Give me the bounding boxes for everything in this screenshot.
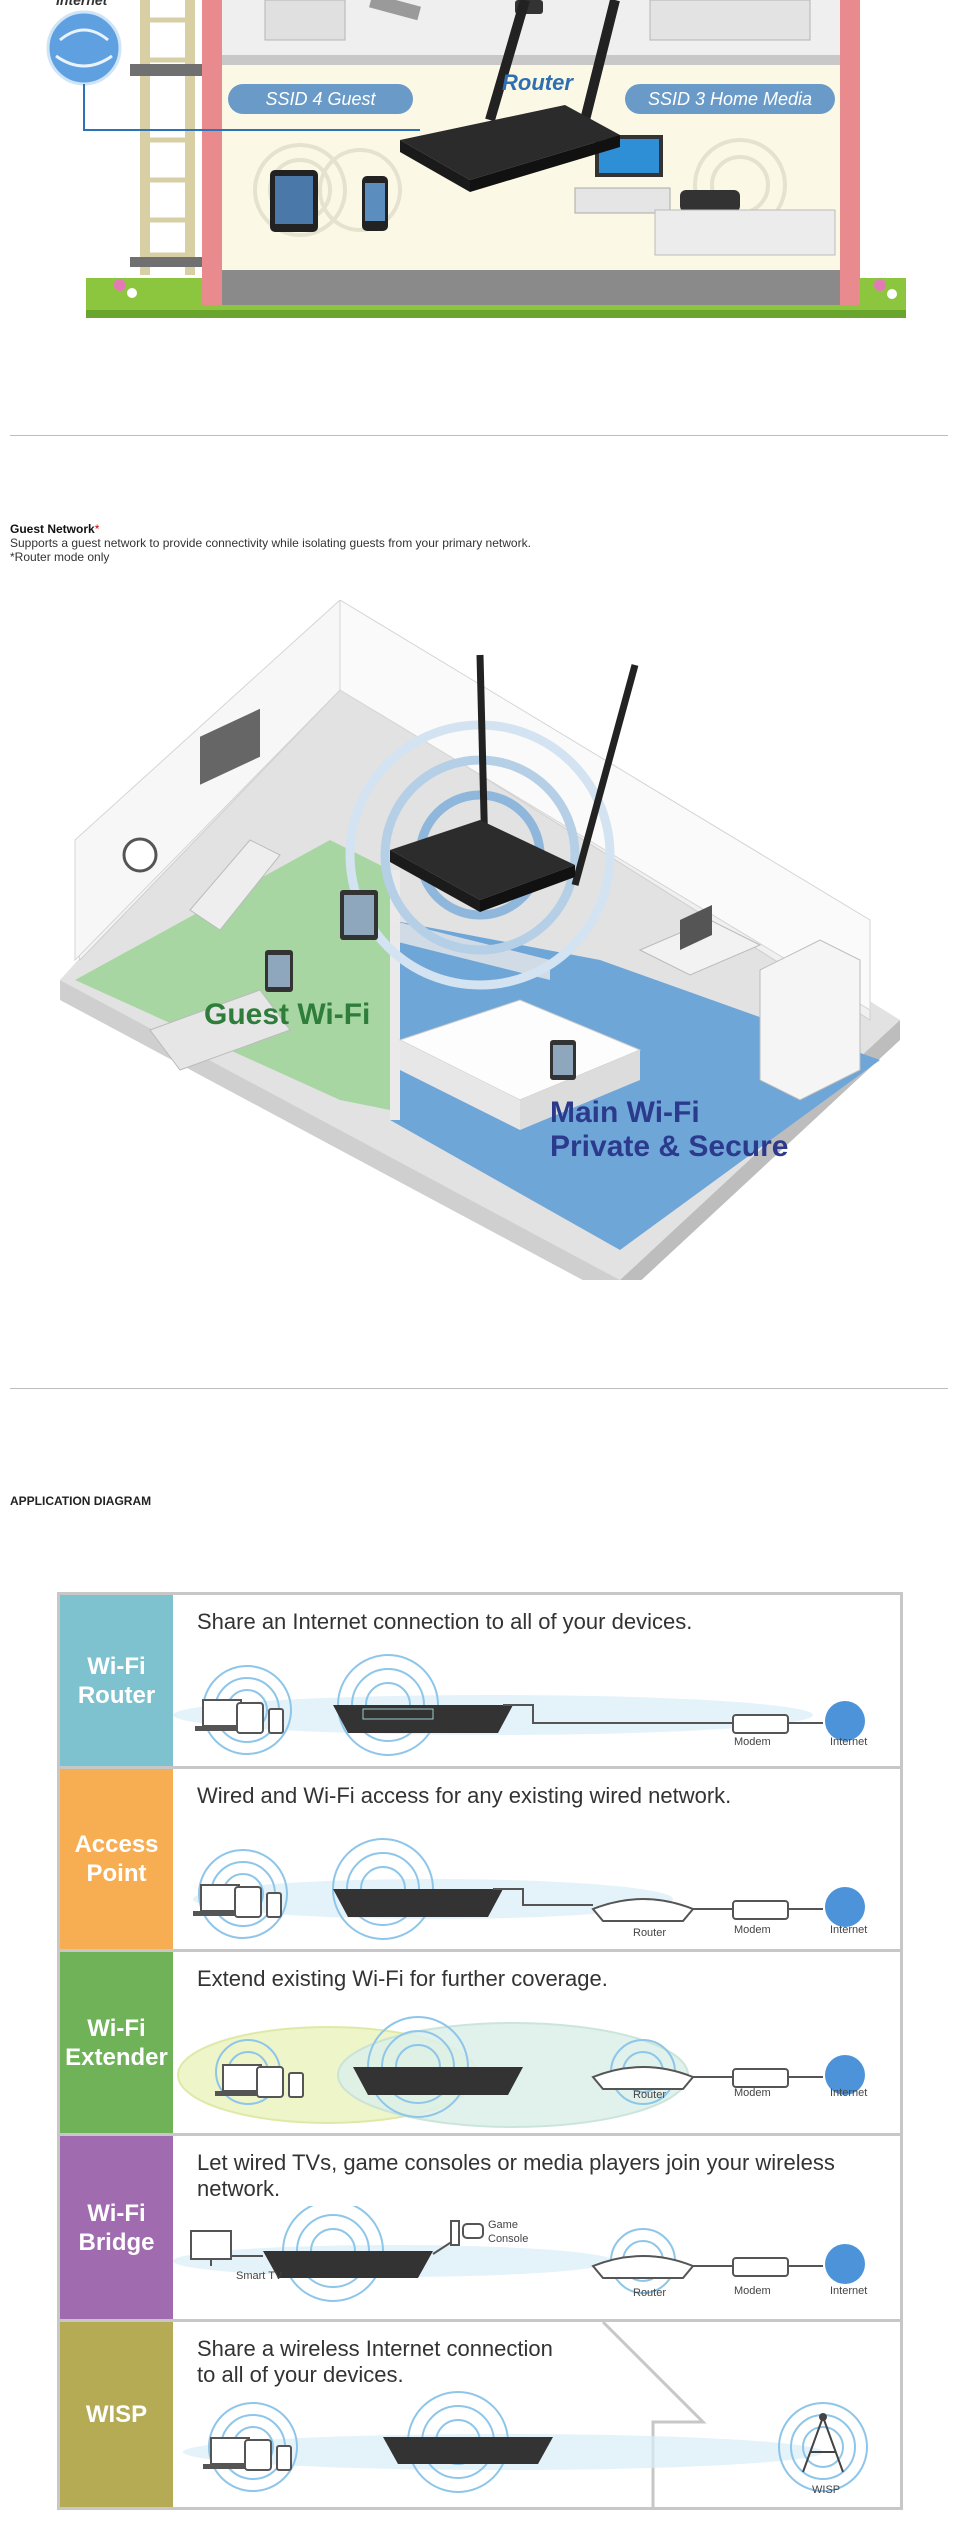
- label-modem: Modem: [734, 2285, 771, 2297]
- phone-icon: [266, 1892, 282, 1918]
- main-wifi-label-line2: Private & Secure: [550, 1130, 789, 1163]
- ssid-home-label: SSID 3 Home Media: [647, 89, 813, 109]
- globe-icon: [825, 2055, 865, 2095]
- home-router-icon: [591, 2255, 695, 2279]
- modem-icon: [732, 2257, 789, 2277]
- router-icon: [263, 2251, 433, 2278]
- guest-wifi-label: Guest Wi-Fi: [204, 998, 371, 1031]
- laptop-icon: [202, 1699, 242, 1727]
- label-internet: Internet: [830, 2087, 868, 2099]
- tag-wisp: WISP: [60, 2322, 173, 2507]
- label-router: Router: [633, 1927, 667, 1939]
- guest-network-asterisk: *: [94, 522, 100, 536]
- row-wifi-extender-text: Extend existing Wi-Fi for further covera…: [197, 1966, 608, 1991]
- game-console-icon: [680, 190, 740, 212]
- divider: [10, 435, 948, 436]
- application-diagram-title: APPLICATION DIAGRAM: [10, 1494, 152, 1508]
- label-modem: Modem: [734, 1924, 771, 1936]
- row-access-point-text: Wired and Wi-Fi access for any existing …: [197, 1783, 732, 1808]
- tablet-icon: [244, 2439, 272, 2471]
- tablet-icon: [236, 1702, 264, 1734]
- row-wifi-router-text: Share an Internet connection to all of y…: [197, 1609, 693, 1634]
- guest-network-note: *Router mode only: [10, 550, 110, 564]
- laptop-icon: [680, 905, 712, 950]
- modem-icon: [732, 1900, 789, 1920]
- phone-icon: [288, 2072, 304, 2098]
- tablet-icon: [256, 2066, 284, 2098]
- clock-icon: [122, 837, 158, 873]
- label-wisp: WISP: [812, 2484, 841, 2496]
- router-icon: [383, 2437, 553, 2464]
- ssid-home-pill: [625, 84, 835, 114]
- ssid-guest-pill: [228, 84, 413, 114]
- label-router: Router: [633, 2287, 667, 2299]
- laptop-icon: [210, 2437, 250, 2465]
- router-icon: [333, 1889, 503, 1917]
- internet-label: Internet: [56, 0, 108, 8]
- router-icon: [390, 654, 639, 912]
- router-icon: [353, 2067, 523, 2095]
- guest-network-illustration: [60, 600, 900, 1280]
- guest-floor: [75, 840, 390, 1110]
- staircase: [130, 0, 205, 275]
- modem-icon: [732, 2068, 789, 2088]
- row-wisp-text: Share a wireless Internet connection to …: [197, 2336, 553, 2387]
- house-wall-left: [202, 0, 222, 305]
- home-router-icon: [591, 1898, 695, 1922]
- globe-icon: [825, 1701, 865, 1741]
- phone-icon: [276, 2445, 292, 2471]
- phone-icon: [268, 1708, 284, 1734]
- globe-icon: [825, 1887, 865, 1927]
- row-wisp: WISP Share a wireless Internet connectio…: [60, 2322, 900, 2507]
- label-internet: Internet: [830, 1736, 868, 1748]
- tablet-icon: [234, 1886, 262, 1918]
- modem-icon: [732, 1714, 789, 1734]
- gamepad-icon: [462, 2223, 484, 2239]
- flowers-decoration: [114, 279, 897, 299]
- router-icon: [333, 1705, 513, 1733]
- main-wifi-label-line1: Main Wi-Fi: [550, 1096, 700, 1129]
- label-game-console: Game Console: [488, 2219, 529, 2245]
- home-network-illustration: [46, 0, 906, 318]
- tower-icon: [802, 2413, 844, 2473]
- tv-icon: [190, 2230, 232, 2260]
- label-router: Router: [633, 2089, 667, 2101]
- guest-network-text: Guest Network* Supports a guest network …: [10, 522, 531, 564]
- label-modem: Modem: [734, 1736, 771, 1748]
- guest-network-description: Supports a guest network to provide conn…: [10, 536, 531, 550]
- label-modem: Modem: [734, 2087, 771, 2099]
- label-internet: Internet: [830, 2285, 868, 2297]
- ssid-guest-label: SSID 4 Guest: [265, 89, 376, 109]
- laptop-icon: [222, 2064, 262, 2092]
- house-wall-right: [840, 0, 860, 305]
- globe-icon: [46, 10, 122, 86]
- row-wifi-bridge-text: Let wired TVs, game consoles or media pl…: [197, 2150, 835, 2201]
- divider: [10, 1388, 948, 1389]
- globe-icon: [825, 2244, 865, 2284]
- tv-icon: [200, 708, 260, 785]
- label-smart-tv: Smart TV: [236, 2270, 283, 2282]
- router-icon: [400, 0, 620, 192]
- main-wifi-label: Main Wi-Fi Private & Secure: [550, 1096, 788, 1164]
- laptop-icon: [200, 1884, 240, 1912]
- router-label: Router: [502, 70, 573, 95]
- home-router-icon: [591, 2066, 695, 2090]
- guest-network-title: Guest Network: [10, 522, 95, 536]
- label-internet: Internet: [830, 1924, 868, 1936]
